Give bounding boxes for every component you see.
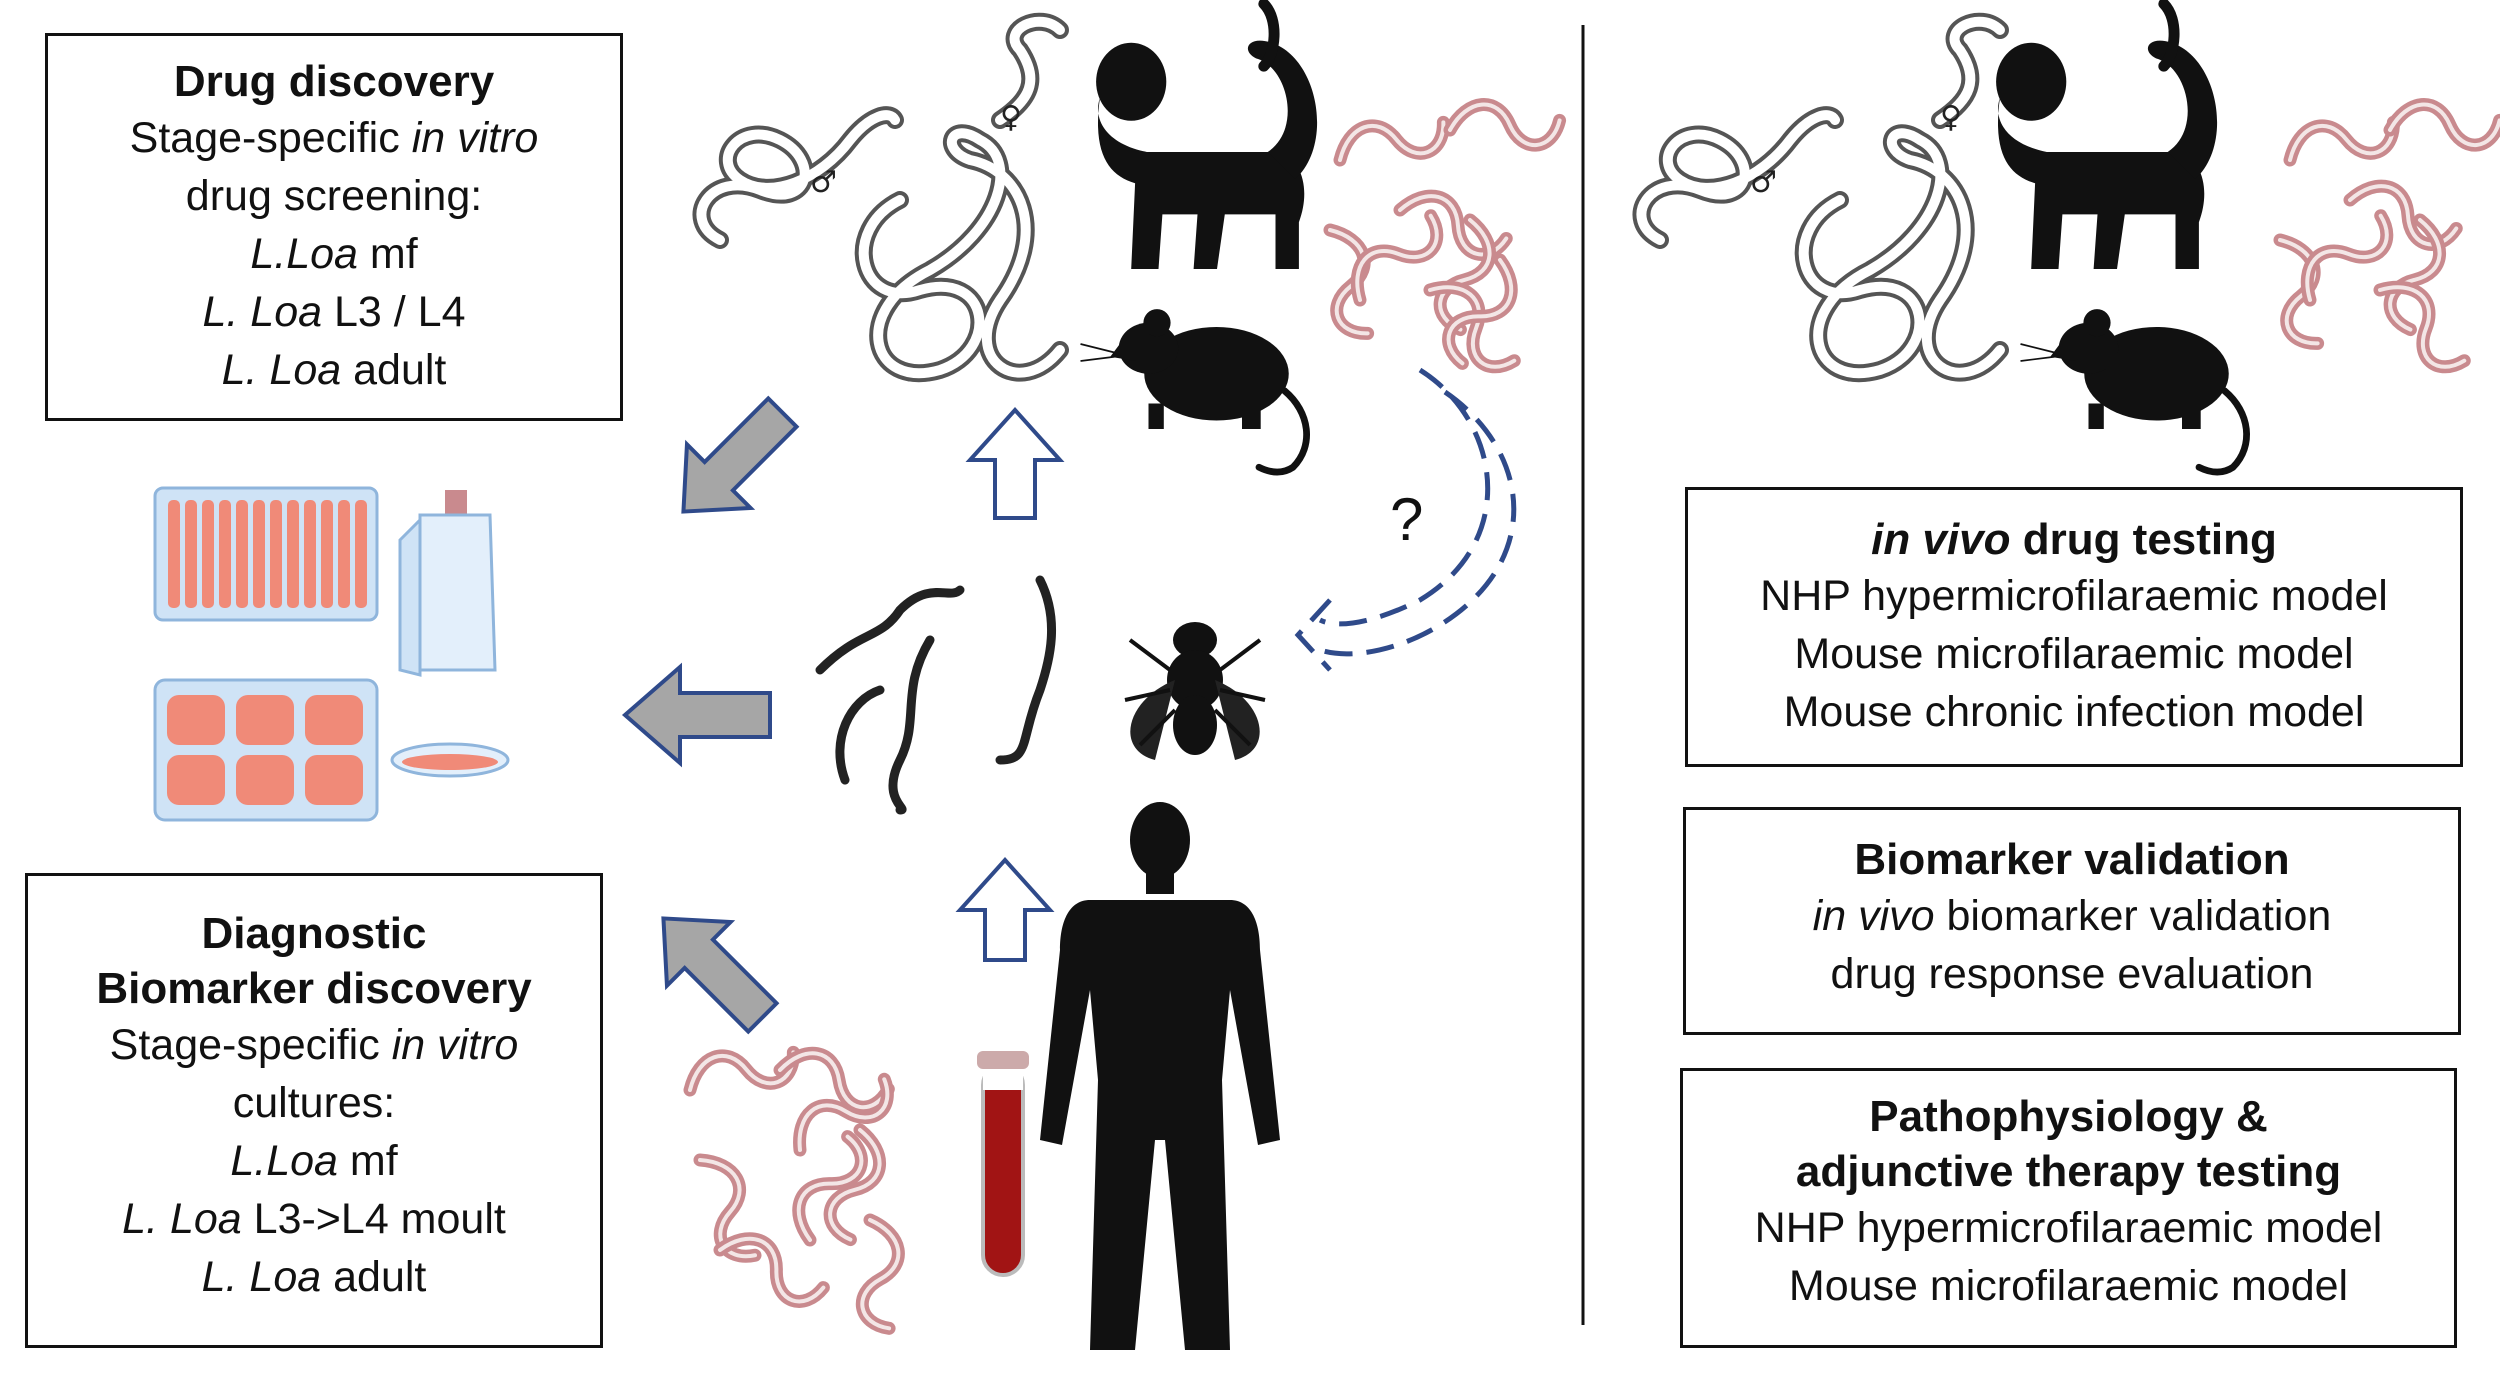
- microfilariae-top-left: [1309, 98, 1562, 378]
- biomarker-discovery-line3: L.Loa mf: [230, 1137, 398, 1185]
- human-silhouette: [1040, 802, 1280, 1350]
- mouse-silhouette-left: [1081, 309, 1307, 472]
- in-vivo-drug-testing-box: in vivo drug testing NHP hypermicrofilar…: [1685, 487, 2463, 767]
- pathophysiology-line1: NHP hypermicrofilaraemic model: [1754, 1204, 2383, 1252]
- in-vivo-line1: NHP hypermicrofilaraemic model: [1760, 572, 2388, 620]
- microfilariae-top-right: [2259, 98, 2500, 378]
- biomarker-validation-title: Biomarker validation: [1854, 835, 2290, 884]
- pathophysiology-box: Pathophysiology & adjunctive therapy tes…: [1680, 1068, 2457, 1348]
- arrow-larvae-to-hosts: [965, 407, 1065, 520]
- male-symbol-left: ♂: [810, 165, 837, 200]
- pathophysiology-title2: adjunctive therapy testing: [1795, 1147, 2342, 1196]
- male-symbol-right: ♂: [1750, 165, 1777, 200]
- drug-discovery-box: Drug discovery Stage-specific in vitro d…: [45, 33, 623, 421]
- drug-discovery-line3: L.Loa mf: [250, 230, 418, 278]
- female-symbol-left: ♀: [1000, 100, 1022, 135]
- biomarker-discovery-line2: cultures:: [232, 1079, 396, 1127]
- biomarker-validation-box: Biomarker validation in vivo biomarker v…: [1683, 807, 2461, 1035]
- petri-dish: [390, 742, 510, 778]
- drug-discovery-line4: L. Loa L3 / L4: [202, 288, 466, 336]
- biomarker-validation-line2: drug response evaluation: [1830, 950, 2314, 998]
- in-vivo-title: in vivo drug testing: [1871, 515, 2277, 564]
- culture-flask: [398, 490, 497, 677]
- biomarker-discovery-line1: Stage-specific in vitro: [109, 1021, 519, 1069]
- fly-silhouette: [1124, 622, 1266, 760]
- arrow-to-drug-discovery: [681, 395, 800, 514]
- arrow-to-assays: [621, 662, 772, 768]
- biomarker-discovery-line4: L. Loa L3->L4 moult: [122, 1195, 506, 1243]
- baboon-silhouette-right: [1996, 4, 2217, 269]
- biomarker-discovery-title1: Diagnostic: [201, 909, 427, 958]
- biomarker-validation-line1: in vivo biomarker validation: [1812, 892, 2332, 940]
- question-mark: ?: [1390, 486, 1424, 553]
- blood-tube: [977, 1051, 1029, 1277]
- drug-discovery-title: Drug discovery: [173, 57, 495, 106]
- adult-worm-pair-right: [1641, 22, 2000, 373]
- in-vivo-line3: Mouse chronic infection model: [1783, 688, 2365, 736]
- pathophysiology-title1: Pathophysiology &: [1869, 1092, 2268, 1141]
- biomarker-discovery-box: Diagnostic Biomarker discovery Stage-spe…: [25, 873, 603, 1348]
- mouse-silhouette-right: [2021, 309, 2247, 472]
- female-symbol-right: ♀: [1940, 100, 1962, 135]
- drug-discovery-line1: Stage-specific in vitro: [129, 114, 539, 162]
- arrow-to-biomarker-discovery: [661, 916, 780, 1035]
- biomarker-discovery-title2: Biomarker discovery: [96, 964, 532, 1013]
- adult-worm-pair-left: [701, 22, 1060, 373]
- well-plates: [153, 486, 379, 822]
- dashed-arrow-to-fly: [1294, 367, 1517, 672]
- drug-discovery-line5: L. Loa adult: [221, 346, 447, 394]
- arrow-human-to-larvae: [955, 857, 1055, 962]
- pathophysiology-line2: Mouse microfilaraemic model: [1788, 1262, 2349, 1310]
- in-vivo-line2: Mouse microfilaraemic model: [1794, 630, 2354, 678]
- baboon-silhouette-left: [1096, 4, 1317, 269]
- microfilariae-bottom: [681, 1031, 912, 1332]
- larvae: [815, 575, 1056, 815]
- drug-discovery-line2: drug screening:: [185, 172, 483, 220]
- biomarker-discovery-line5: L. Loa adult: [201, 1253, 427, 1301]
